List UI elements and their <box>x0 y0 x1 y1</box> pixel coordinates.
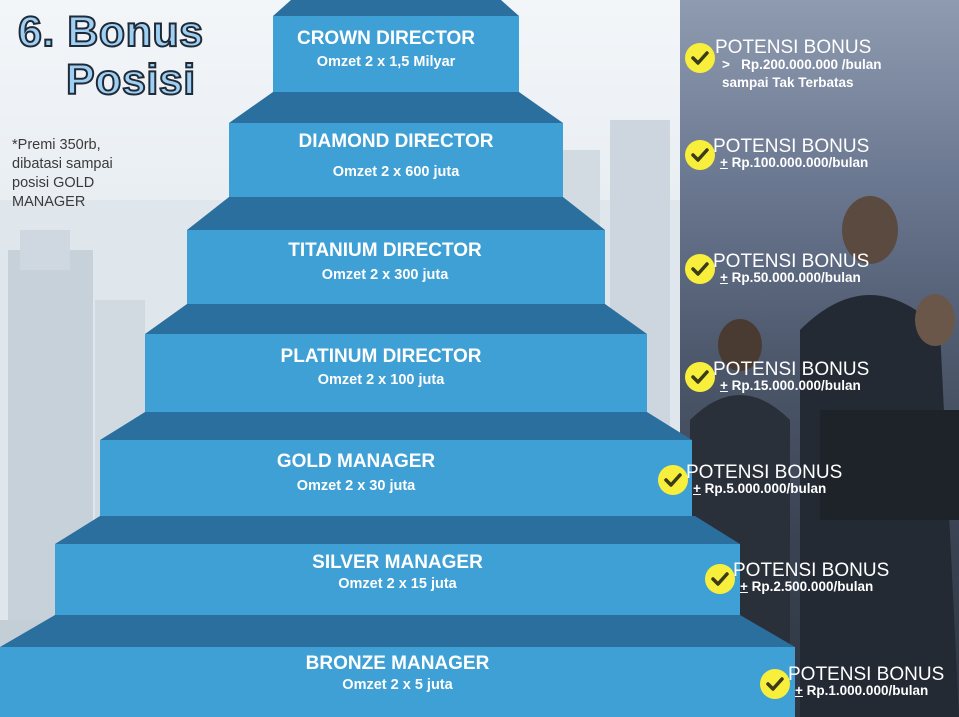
step-top-surface <box>100 412 692 440</box>
bonus-label: POTENSI BONUS <box>713 359 870 380</box>
bonus-gold-manager: POTENSI BONUS + Rp.5.000.000/bulan <box>658 463 928 503</box>
bonus-prefix: + <box>693 481 701 496</box>
level-name: GOLD MANAGER <box>276 451 436 472</box>
bonus-prefix: + <box>720 155 728 170</box>
checkmark-icon <box>685 254 715 284</box>
level-omzet: Omzet 2 x 600 juta <box>332 164 460 180</box>
bonus-prefix: + <box>720 270 728 285</box>
bonus-label: POTENSI BONUS <box>686 462 843 483</box>
bonus-amount-value: Rp.15.000.000/bulan <box>731 378 861 393</box>
step-diamond-director: DIAMOND DIRECTOR Omzet 2 x 600 juta <box>229 92 563 197</box>
bonus-silver-manager: POTENSI BONUS + Rp.2.500.000/bulan <box>705 561 955 601</box>
step-platinum-director: PLATINUM DIRECTOR Omzet 2 x 100 juta <box>145 304 647 412</box>
bonus-amount-value: Rp.50.000.000/bulan <box>731 270 861 285</box>
bonus-amount-value: Rp.5.000.000/bulan <box>704 481 827 496</box>
level-name: DIAMOND DIRECTOR <box>298 131 494 152</box>
bonus-prefix: + <box>740 579 748 594</box>
step-titanium-director: TITANIUM DIRECTOR Omzet 2 x 300 juta <box>187 197 605 304</box>
level-name: BRONZE MANAGER <box>305 653 490 674</box>
level-omzet: Omzet 2 x 15 juta <box>338 576 457 592</box>
checkmark-icon <box>685 140 715 170</box>
level-name: SILVER MANAGER <box>312 552 483 573</box>
page-title-line2: Posisi <box>65 55 196 105</box>
level-name: PLATINUM DIRECTOR <box>280 346 482 367</box>
level-omzet: Omzet 2 x 300 juta <box>321 267 449 283</box>
bonus-amount-value: Rp.1.000.000/bulan <box>806 683 929 698</box>
bonus-bronze-manager: POTENSI BONUS + Rp.1.000.000/bulan <box>760 665 959 705</box>
checkmark-icon <box>658 465 688 495</box>
checkmark-icon <box>760 669 790 699</box>
bonus-prefix: > <box>722 57 730 72</box>
bonus-amount: + Rp.1.000.000/bulan <box>795 682 928 699</box>
bonus-amount: + Rp.100.000.000/bulan <box>720 154 868 171</box>
level-omzet: Omzet 2 x 5 juta <box>342 677 453 693</box>
bonus-amount: > Rp.200.000.000 /bulan <box>722 56 881 73</box>
bonus-amount: + Rp.2.500.000/bulan <box>740 578 873 595</box>
bonus-platinum-director: POTENSI BONUS + Rp.15.000.000/bulan <box>685 360 955 400</box>
level-omzet: Omzet 2 x 100 juta <box>317 372 445 388</box>
bonus-prefix: + <box>720 378 728 393</box>
step-face <box>229 123 563 197</box>
page-title-line1: 6. Bonus <box>17 7 204 57</box>
bonus-crown-director: POTENSI BONUS > Rp.200.000.000 /bulan sa… <box>685 38 955 98</box>
step-face <box>273 16 519 92</box>
page-title: 6. Bonus Posisi <box>17 7 204 105</box>
bonus-prefix: + <box>795 683 803 698</box>
step-bronze-manager: BRONZE MANAGER Omzet 2 x 5 juta <box>0 615 795 717</box>
level-omzet: Omzet 2 x 1,5 Milyar <box>316 54 456 70</box>
premium-note: *Premi 350rb, dibatasi sampai posisi GOL… <box>12 137 113 210</box>
bonus-label: POTENSI BONUS <box>713 136 870 157</box>
bonus-amount: + Rp.15.000.000/bulan <box>720 377 861 394</box>
bonus-extra: sampai Tak Terbatas <box>722 75 854 90</box>
step-top-surface <box>229 92 563 123</box>
step-face <box>145 334 647 412</box>
bonus-label: POTENSI BONUS <box>713 251 870 272</box>
level-omzet: Omzet 2 x 30 juta <box>296 478 416 494</box>
checkmark-icon <box>705 564 735 594</box>
step-face <box>100 440 692 516</box>
bonus-titanium-director: POTENSI BONUS + Rp.50.000.000/bulan <box>685 252 955 292</box>
level-name: CROWN DIRECTOR <box>296 28 476 49</box>
bonus-amount-value: Rp.200.000.000 /bulan <box>741 57 882 72</box>
step-silver-manager: SILVER MANAGER Omzet 2 x 15 juta <box>55 516 740 615</box>
step-top-surface <box>273 0 519 16</box>
step-face <box>55 544 740 615</box>
step-top-surface <box>145 304 647 334</box>
step-crown-director: CROWN DIRECTOR Omzet 2 x 1,5 Milyar <box>273 0 519 92</box>
bonus-label: POTENSI BONUS <box>788 664 945 685</box>
step-face <box>0 647 795 717</box>
bonus-label: POTENSI BONUS <box>733 560 890 581</box>
checkmark-icon <box>685 362 715 392</box>
bonus-label: POTENSI BONUS <box>715 37 872 58</box>
checkmark-icon <box>685 43 715 73</box>
step-face <box>187 230 605 304</box>
bonus-amount-value: Rp.2.500.000/bulan <box>751 579 874 594</box>
level-name: TITANIUM DIRECTOR <box>288 240 482 261</box>
step-top-surface <box>187 197 605 230</box>
bonus-amount: + Rp.5.000.000/bulan <box>693 480 826 497</box>
step-top-surface <box>55 516 740 544</box>
bonus-amount-value: Rp.100.000.000/bulan <box>731 155 869 170</box>
step-gold-manager: GOLD MANAGER Omzet 2 x 30 juta <box>100 412 692 516</box>
bonus-amount: + Rp.50.000.000/bulan <box>720 269 861 286</box>
bonus-diamond-director: POTENSI BONUS + Rp.100.000.000/bulan <box>685 137 955 177</box>
step-top-surface <box>0 615 795 647</box>
